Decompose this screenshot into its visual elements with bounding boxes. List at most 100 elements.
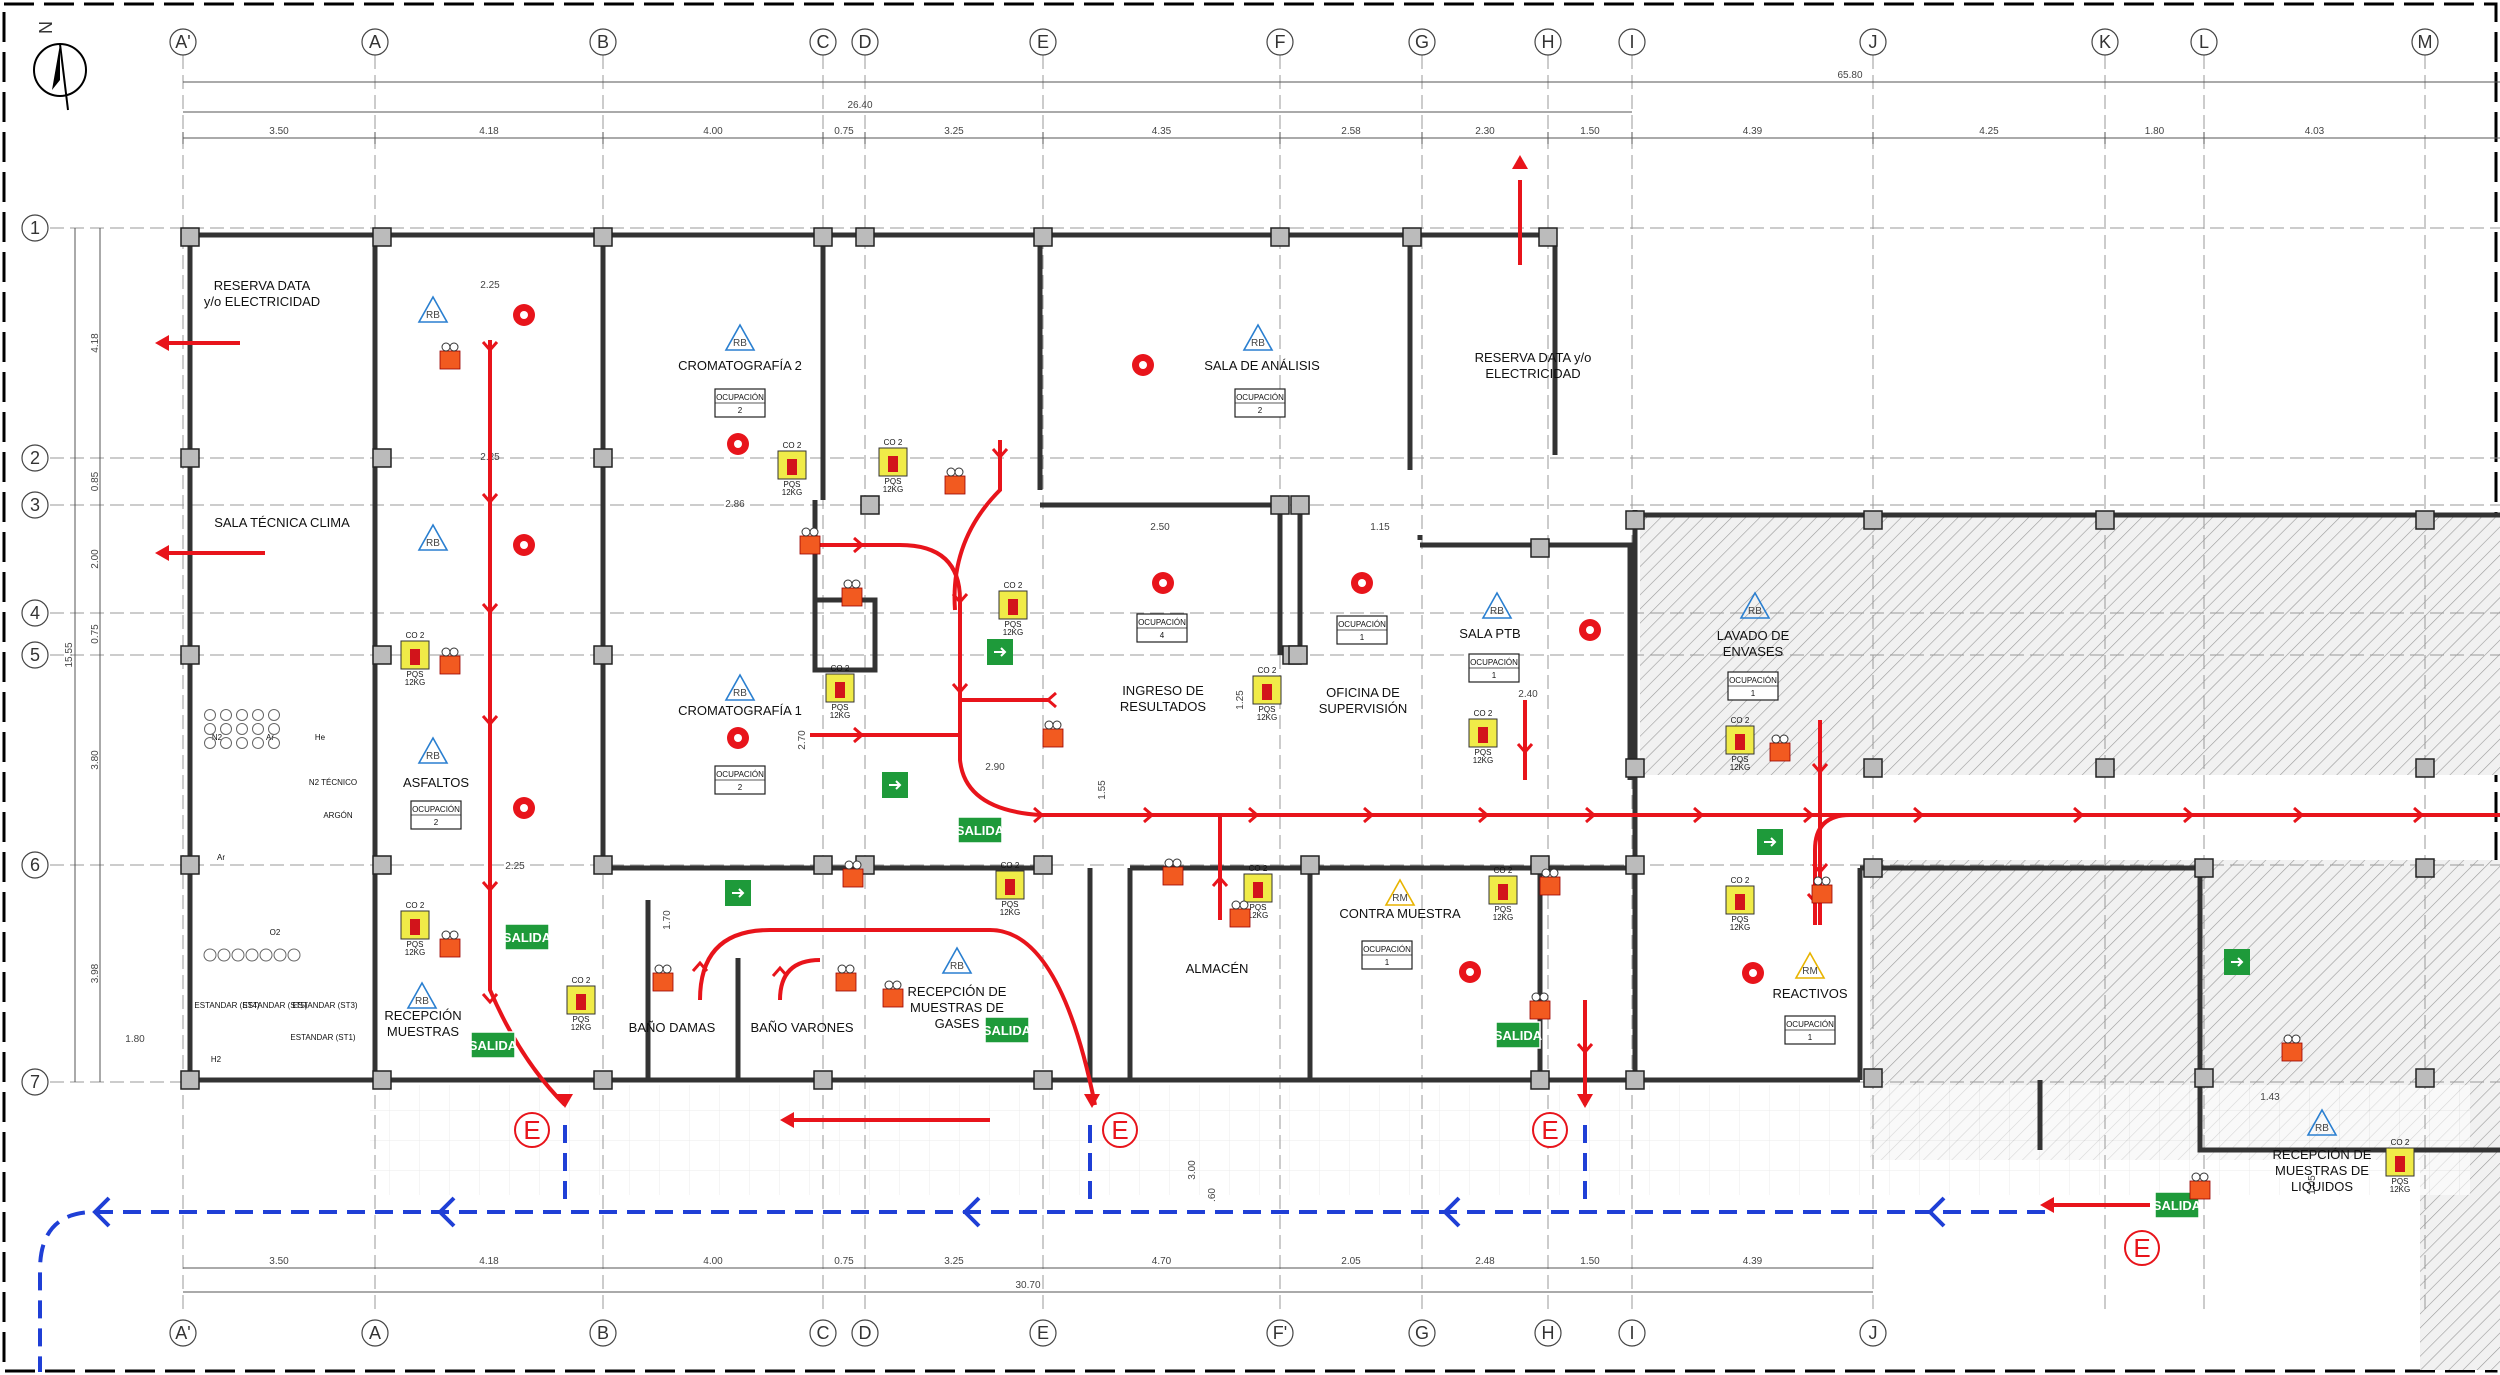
extinguisher-label: CO 2 — [1474, 709, 1493, 718]
grid-bubble — [1534, 28, 1562, 56]
room-label-reserva-data-2: ELECTRICIDAD — [1485, 366, 1580, 381]
gas-cylinder-label: He — [315, 733, 326, 742]
route-chevron — [853, 536, 865, 554]
grid-col-label-top: B — [597, 32, 609, 52]
extinguisher-kg: 12KG — [405, 678, 425, 687]
gas-cylinder-label: Ar — [266, 733, 274, 742]
grid-col-label-bottom: G — [1415, 1323, 1429, 1343]
route-chevron — [1811, 863, 1829, 875]
north-label: N — [36, 21, 56, 34]
extinguisher-kg: 12KG — [405, 948, 425, 957]
grid-col-label-bottom: C — [817, 1323, 830, 1343]
dim-inner: 2.25 — [505, 861, 525, 872]
occupancy-boxes: OCUPACIÓN2OCUPACIÓN2OCUPACIÓN4OCUPACIÓN1… — [410, 388, 1836, 1045]
alarm-button — [799, 535, 821, 555]
extinguisher-sub: PQS — [573, 1015, 590, 1024]
alarm-bell-icon — [1531, 992, 1541, 1002]
dim-top-segment: 2.58 — [1341, 126, 1361, 137]
room-label-lavado: LAVADO DE — [1717, 628, 1790, 643]
alarm-button — [944, 475, 966, 495]
route-arrowhead — [780, 1112, 794, 1128]
extinguisher-kg: 12KG — [883, 485, 903, 494]
route-arrowhead — [2040, 1197, 2054, 1213]
grid-col-label-bottom: F' — [1273, 1323, 1287, 1343]
grid-bubble — [21, 1068, 49, 1096]
alarm-button — [2189, 1180, 2211, 1200]
salida-sign — [1495, 1021, 1541, 1049]
grid-bubble — [21, 851, 49, 879]
extinguisher-label: CO 2 — [406, 901, 425, 910]
column — [2095, 510, 2115, 530]
alarm-button — [835, 972, 857, 992]
grid-col-label-top: J — [1869, 32, 1878, 52]
extinguisher-label: CO 2 — [1004, 581, 1023, 590]
grid-bubble — [809, 28, 837, 56]
room-label-recepcion-gases: RECEPCIÓN DE — [908, 984, 1007, 999]
extinguisher-sub: PQS — [1005, 620, 1022, 629]
dim-left-segment: 3.98 — [90, 963, 101, 983]
rb-tag — [1739, 591, 1771, 619]
route-arrowhead — [557, 1094, 573, 1108]
dim-bottom-segment: 4.00 — [703, 1256, 723, 1267]
exit-marker-label: E — [523, 1115, 540, 1145]
grid-col-label-top: D — [859, 32, 872, 52]
gas-cylinder — [217, 948, 231, 962]
extinguisher-label: CO 2 — [406, 631, 425, 640]
extinguisher-kg: 12KG — [2390, 1185, 2410, 1194]
dim-sub-top: 26.40 — [847, 100, 872, 111]
extinguisher-label: CO 2 — [1249, 864, 1268, 873]
rm-tag — [1384, 878, 1416, 906]
route-chevron — [481, 993, 499, 1005]
north-arrow: N — [33, 21, 87, 111]
occupancy-value: 1 — [1492, 671, 1497, 680]
route-chevrons — [155, 155, 2425, 1213]
column — [813, 855, 833, 875]
gas-cylinder-label: N2 TÉCNICO — [309, 778, 357, 787]
grid-row-label: 5 — [30, 645, 40, 665]
room-label-sala-tecnica: SALA TÉCNICA CLIMA — [214, 515, 350, 530]
gas-cylinder — [287, 948, 301, 962]
rb-tag-label: RB — [1748, 606, 1762, 617]
route-arrowhead — [1512, 155, 1528, 169]
room-label-bano-damas: BAÑO DAMAS — [629, 1020, 716, 1035]
dim-top-segment: 0.75 — [834, 126, 854, 137]
room-label-oficina: SUPERVISIÓN — [1319, 701, 1408, 716]
salida-arrow-icon — [2231, 957, 2244, 967]
extinguisher-label: CO 2 — [1258, 666, 1277, 675]
route-line — [488, 340, 567, 1107]
grid-row-label: 7 — [30, 1072, 40, 1092]
column — [1863, 1068, 1883, 1088]
salida-sign-label: SALIDA — [503, 930, 552, 945]
occupancy-value: 2 — [738, 406, 743, 415]
alarm-button — [1811, 884, 1833, 904]
alarm-bell-icon — [1771, 734, 1781, 744]
extinguisher-icon — [1498, 884, 1508, 900]
rb-tag-label: RB — [1490, 606, 1504, 617]
column — [180, 448, 200, 468]
gas-cylinder — [259, 948, 273, 962]
grid-bubble — [2190, 28, 2218, 56]
route-chevron — [1211, 875, 1229, 887]
alarm-bell-icon — [449, 930, 459, 940]
column — [372, 855, 392, 875]
column — [180, 227, 200, 247]
dim-inner: 1.15 — [1370, 522, 1390, 533]
gas-cylinder — [273, 948, 287, 962]
extinguisher-icon — [787, 459, 797, 475]
grid-bubble — [589, 1319, 617, 1347]
extinguisher-label: CO 2 — [1731, 716, 1750, 725]
column — [593, 448, 613, 468]
extinguisher-icon — [1005, 879, 1015, 895]
dim-inner: 1.70 — [662, 910, 673, 930]
extinguisher-label: CO 2 — [572, 976, 591, 985]
grid-row-label: 1 — [30, 218, 40, 238]
column — [180, 645, 200, 665]
grid-row-label: 2 — [30, 448, 40, 468]
alarm-bell-icon — [654, 964, 664, 974]
exit-marker — [1102, 1112, 1138, 1148]
alarm-bell-icon — [1164, 858, 1174, 868]
grid-col-label-top: A — [369, 32, 381, 52]
grid-col-label-bottom: B — [597, 1323, 609, 1343]
